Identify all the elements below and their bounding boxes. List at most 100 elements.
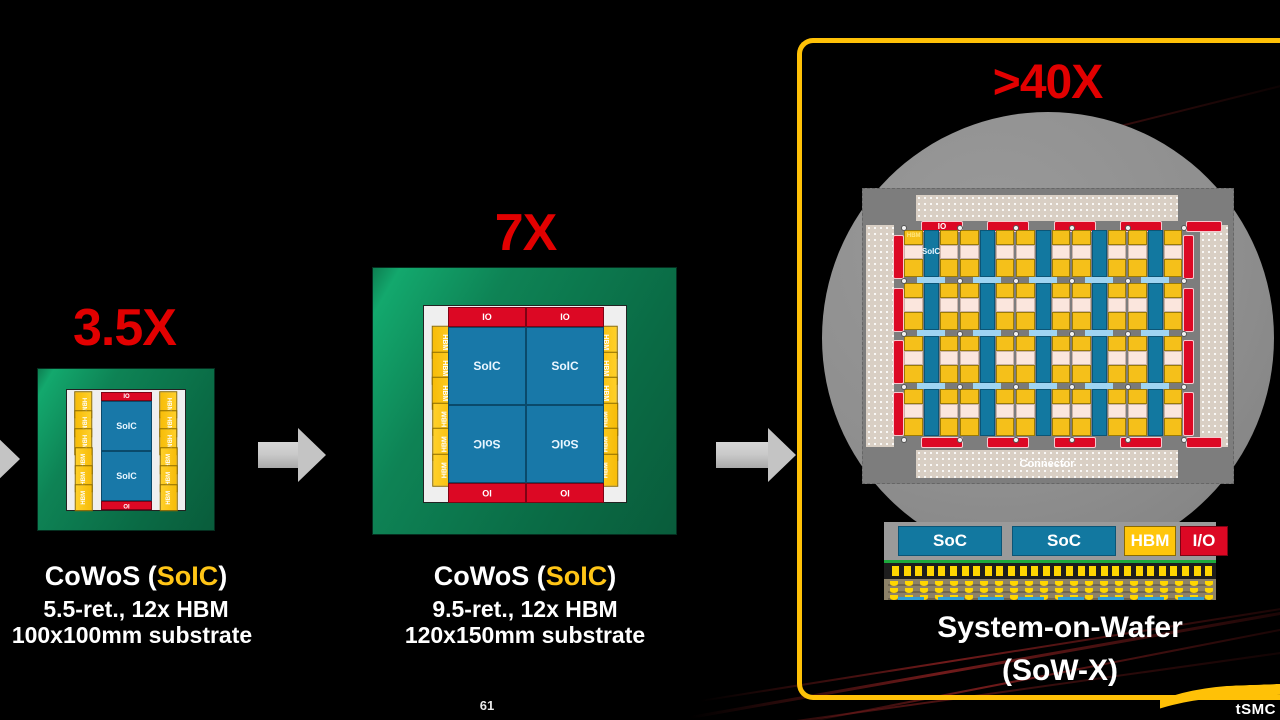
hbm-block [960, 336, 980, 352]
bridge-core [917, 330, 945, 336]
sow-tile [960, 389, 1014, 436]
rdl-via [995, 588, 1003, 593]
rdl-via [920, 588, 928, 593]
microbump [1112, 566, 1120, 576]
soic-die [1035, 389, 1052, 436]
tile-bridge [906, 277, 956, 283]
package-diagram-cowos-9p5: HBM HBM HBM HBM HBM HBM HBM HBM HBM HBM … [372, 267, 677, 535]
hbm-block [1072, 230, 1092, 246]
rdl-via [1070, 588, 1078, 593]
hbm-block [1016, 283, 1036, 299]
hbm-block [939, 389, 958, 405]
hbm-block [1051, 259, 1070, 277]
package-1-title-suffix: ) [218, 561, 228, 591]
pale-block [995, 245, 1014, 260]
hbm-block [1163, 418, 1182, 436]
hbm-block [1163, 336, 1182, 352]
hbm-block [1128, 283, 1148, 299]
package-1-title: CoWoS (SoIC) [0, 560, 272, 592]
soic-die [1091, 283, 1108, 330]
hbm-block [1163, 283, 1182, 299]
rdl-via [950, 588, 958, 593]
pale-block [904, 298, 924, 313]
soic-die [979, 230, 996, 277]
multiplier-label-package-2: 7X [494, 204, 558, 262]
hbm-block [960, 230, 980, 246]
package-2-line2: 9.5-ret., 12x HBM [432, 596, 618, 622]
registration-dot [1013, 384, 1019, 390]
soic-die [1035, 283, 1052, 330]
tsmc-wordmark: tSMC [1235, 701, 1276, 718]
io-bar-bottom [1120, 437, 1162, 448]
registration-dot [1069, 278, 1075, 284]
rdl-via [890, 595, 898, 600]
registration-dot [901, 225, 907, 231]
tile-bridge [962, 330, 1012, 336]
bridge-core [973, 277, 1001, 283]
hbm-block [1072, 336, 1092, 352]
rdl-via [1205, 595, 1213, 600]
pale-block [1072, 298, 1092, 313]
hbm-block [960, 283, 980, 299]
registration-dot [1181, 437, 1187, 443]
sow-tile [1128, 283, 1182, 330]
bridge-core [1141, 383, 1169, 389]
soic-die [1091, 389, 1108, 436]
registration-dot [901, 278, 907, 284]
bridge-core [917, 383, 945, 389]
rdl-via [1100, 588, 1108, 593]
soic-die [923, 283, 940, 330]
pale-block [1016, 298, 1036, 313]
microbump [1147, 566, 1155, 576]
soic-die [1147, 230, 1164, 277]
rdl-via [1175, 581, 1183, 586]
sow-tile [1072, 230, 1126, 277]
pale-block [995, 404, 1014, 419]
registration-dot [1013, 278, 1019, 284]
hbm-block [1163, 230, 1182, 246]
registration-dot [1013, 437, 1019, 443]
package-diagram-cowos-5p5: HBM HBM HBM HBM HBM HBM HBM HBM HBM HBM … [37, 368, 215, 531]
rdl-via [1130, 588, 1138, 593]
package-2-title-highlight: SoIC [545, 561, 608, 591]
io-bar-bottom [1186, 437, 1222, 448]
rdl-blue-trace [1098, 597, 1124, 600]
microbump [1193, 566, 1201, 576]
arrow-first-to-second [258, 428, 328, 482]
hbm-block [960, 259, 980, 277]
xsec-block-hbm: HBM [1124, 526, 1176, 556]
tsmc-logo: tSMC [1160, 676, 1280, 720]
connector-pad-right [1200, 225, 1228, 447]
bridge-core [973, 383, 1001, 389]
microbump [996, 566, 1004, 576]
pale-block [995, 351, 1014, 366]
tile-bridge [906, 330, 956, 336]
sow-title-line-2: (SoW-X) [1001, 654, 1119, 687]
tile-bridge [1074, 330, 1124, 336]
rdl-blue-trace [938, 597, 964, 600]
sow-tile [1072, 389, 1126, 436]
tile-bridge [906, 383, 956, 389]
hbm-block [1051, 283, 1070, 299]
microbump [1182, 566, 1189, 576]
pale-block [960, 404, 980, 419]
io-block: IO [101, 501, 152, 510]
sow-tile [1072, 336, 1126, 383]
registration-dot [1181, 278, 1187, 284]
soic-die: SoIC [448, 327, 526, 405]
registration-dot [1125, 384, 1131, 390]
hbm-block [995, 312, 1014, 330]
arrow-into-first [0, 432, 22, 486]
rdl-via [920, 595, 928, 600]
sow-tile [904, 283, 958, 330]
rdl-via [1085, 595, 1093, 600]
hbm-block [1128, 230, 1148, 246]
registration-dot [1013, 331, 1019, 337]
rdl-via [1160, 588, 1168, 593]
hbm-block [904, 283, 924, 299]
soic-die [1091, 230, 1108, 277]
rdl-via [1040, 581, 1048, 586]
hbm-block [1016, 259, 1036, 277]
sow-title-line-1: System-on-Wafer [937, 611, 1183, 644]
